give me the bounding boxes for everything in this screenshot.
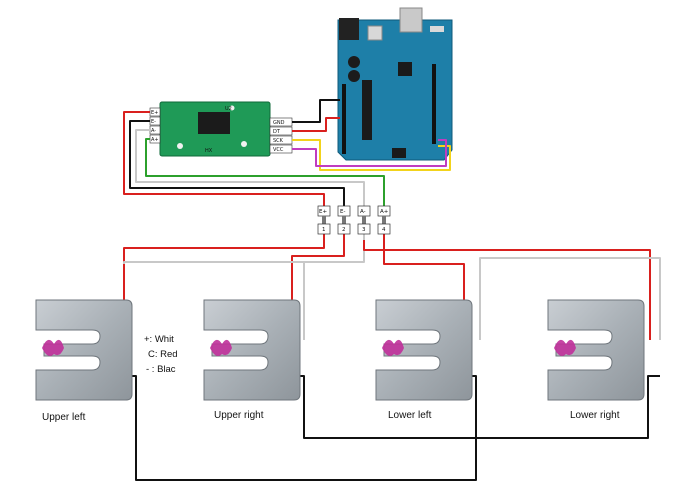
wire-e-minus (129, 120, 345, 206)
caption-lower-right: Lower right (570, 410, 620, 421)
load-cell-lower-left (375, 299, 473, 401)
wire-dt (292, 117, 340, 132)
caption-upper-left: Upper left (42, 412, 86, 423)
hx711-pin-gnd: GND (273, 120, 285, 126)
wire-a-minus (135, 129, 365, 206)
legend-white: +: Whit (144, 334, 174, 345)
hx711-chip-label: U2 (225, 106, 232, 112)
terminal-top-a-plus: A+ (380, 209, 389, 215)
hx711-board: U2 HX E+ E- A- A+ GND DT SCK VCC (149, 101, 293, 157)
hx711-board-label: HX (205, 148, 213, 154)
terminal-bottom-2: 2 (342, 227, 346, 233)
hx711-pin-a-plus: A+ (151, 137, 159, 143)
terminal-block: E+ E- A- A+ 1 2 3 4 (317, 205, 391, 235)
wires (123, 99, 661, 481)
load-cell-upper-right (203, 299, 301, 401)
terminal-top-e-minus: E- (340, 209, 345, 215)
load-cell-lower-right (547, 299, 645, 401)
terminal-top-a-minus: A- (360, 209, 366, 215)
caption-lower-left: Lower left (388, 410, 432, 421)
hx711-pin-vcc: VCC (273, 147, 284, 153)
wire-a-plus (145, 138, 385, 206)
wire-vcc (292, 139, 447, 167)
load-cell-upper-left (35, 299, 133, 401)
terminal-bottom-3: 3 (362, 227, 366, 233)
terminal-bottom-1: 1 (322, 227, 326, 233)
arduino-board (337, 7, 453, 161)
caption-upper-right: Upper right (214, 410, 264, 421)
legend-black: - : Blac (146, 364, 176, 375)
wire-sck (292, 139, 451, 171)
hx711-pin-e-minus: E- (151, 119, 156, 125)
terminal-bottom-4: 4 (382, 227, 386, 233)
hx711-pin-sck: SCK (273, 138, 284, 144)
wire-e-plus (123, 111, 325, 206)
wire-gnd (292, 99, 340, 123)
legend-red: C: Red (148, 349, 178, 360)
hx711-pin-dt: DT (273, 129, 281, 135)
hx711-pin-a-minus: A- (151, 128, 156, 134)
terminal-top-e-plus: E+ (319, 209, 327, 215)
hx711-pin-e-plus: E+ (151, 110, 158, 116)
